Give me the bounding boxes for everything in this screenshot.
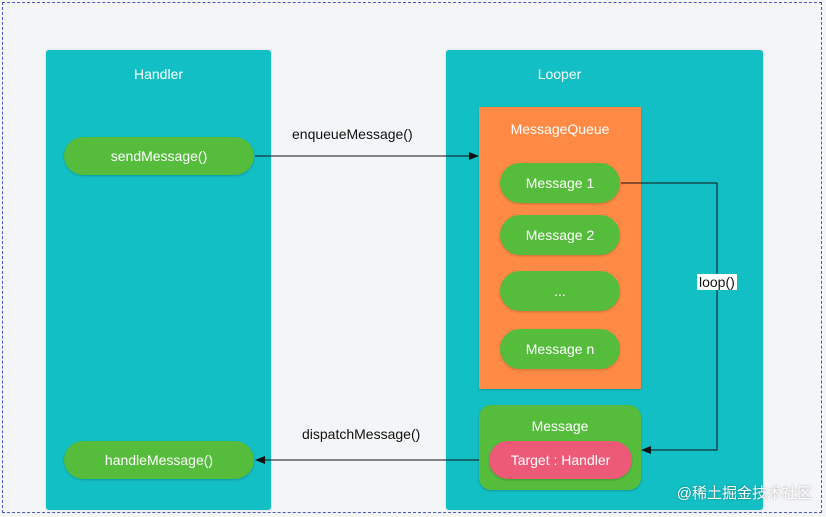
enqueue-label: enqueueMessage() <box>292 126 413 142</box>
handle-message-node: handleMessage() <box>64 441 254 479</box>
queue-message-item: Message 1 <box>500 163 620 203</box>
message-box-title: Message <box>531 418 589 434</box>
send-message-node: sendMessage() <box>64 137 254 175</box>
target-handler-node: Target : Handler <box>489 441 632 479</box>
looper-title: Looper <box>537 66 582 82</box>
queue-message-item: ... <box>500 271 620 311</box>
loop-arrow <box>621 182 718 454</box>
queue-message-item: Message 2 <box>500 215 620 255</box>
loop-label: loop() <box>697 274 737 290</box>
handler-panel: Handler <box>46 50 271 510</box>
watermark: @稀土掘金技术社区 <box>676 485 812 502</box>
queue-message-item: Message n <box>500 329 620 369</box>
message-queue-title: MessageQueue <box>510 121 610 137</box>
handler-title: Handler <box>133 66 184 82</box>
dispatch-label: dispatchMessage() <box>302 426 421 442</box>
